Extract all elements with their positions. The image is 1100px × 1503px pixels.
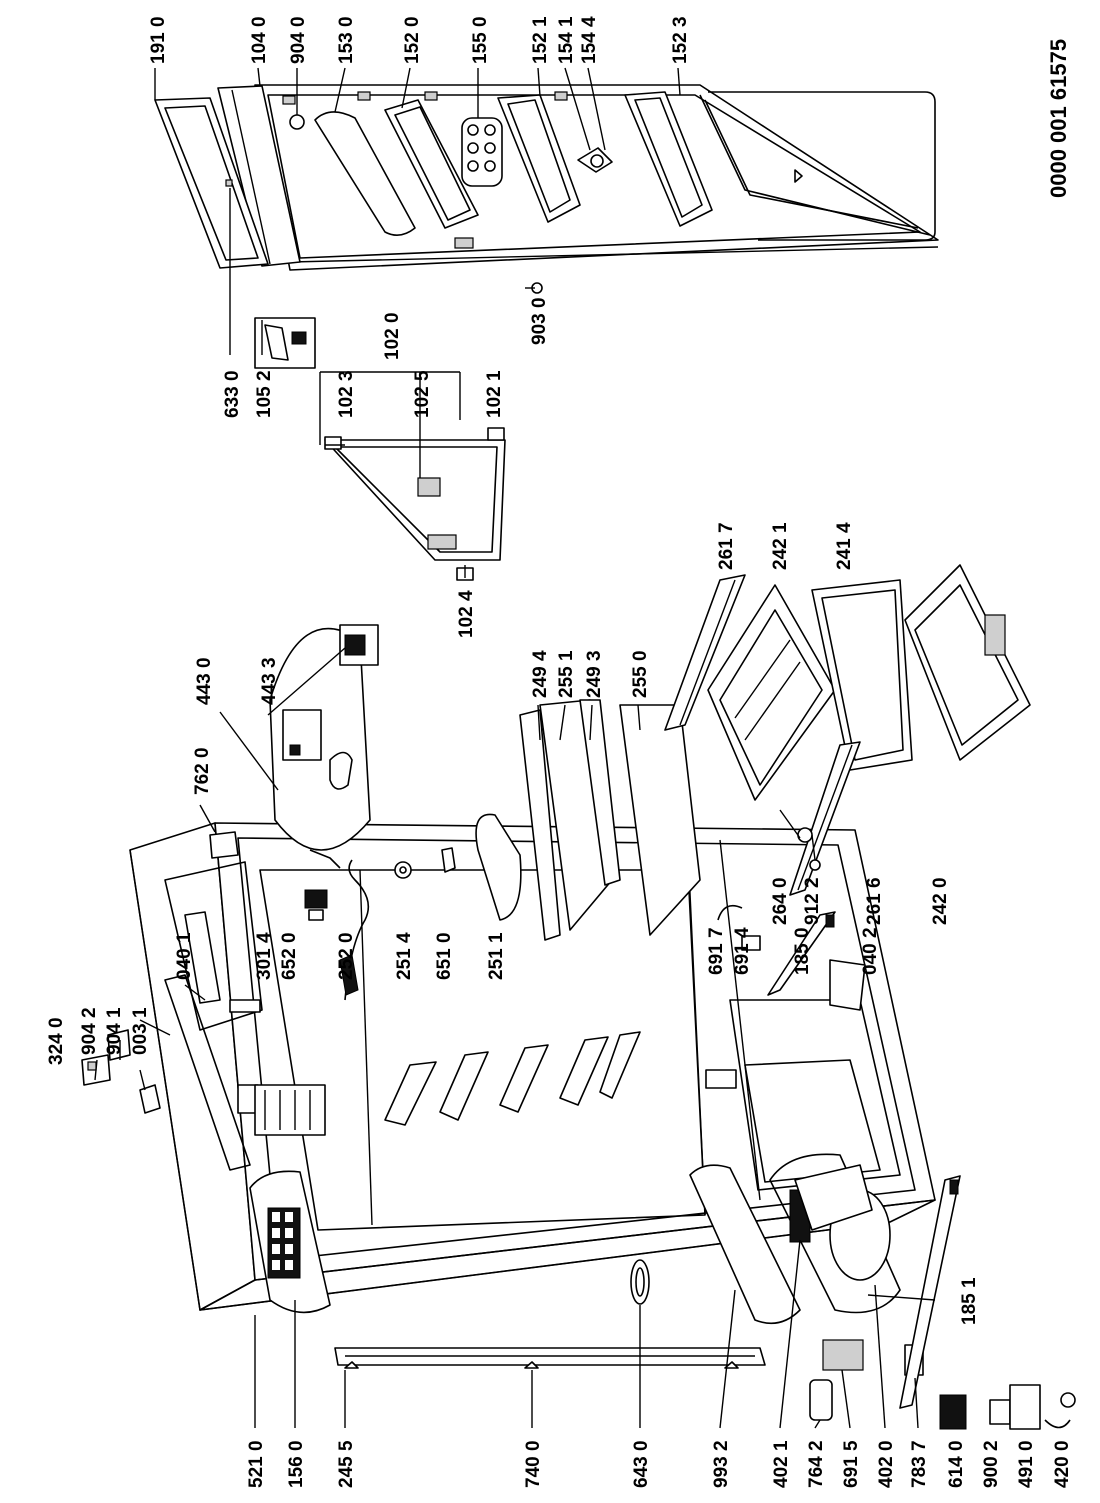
label-904-0: 904 0 xyxy=(288,16,309,64)
label-152-1: 152 1 xyxy=(530,16,551,64)
label-251-4: 251 4 xyxy=(394,932,415,980)
label-102-1: 102 1 xyxy=(484,370,505,418)
label-521-0: 521 0 xyxy=(246,1440,267,1488)
internal-components xyxy=(81,564,1031,1171)
label-245-5: 245 5 xyxy=(336,1440,357,1488)
label-904-1: 904 1 xyxy=(104,1007,125,1055)
label-261-7: 261 7 xyxy=(716,522,737,570)
label-264-0: 264 0 xyxy=(770,877,791,925)
label-762-0: 762 0 xyxy=(192,747,213,795)
label-185-1: 185 1 xyxy=(959,1277,980,1325)
label-912-2: 912 2 xyxy=(802,877,823,925)
part-labels: 191 0 104 0 904 0 153 0 152 0 155 0 152 … xyxy=(46,16,1073,1488)
label-993-2: 993 2 xyxy=(711,1440,732,1488)
label-491-0: 491 0 xyxy=(1016,1440,1037,1488)
door-assembly xyxy=(154,84,939,271)
label-102-5: 102 5 xyxy=(412,370,433,418)
label-155-0: 155 0 xyxy=(470,16,491,64)
label-255-0: 255 0 xyxy=(630,650,651,698)
label-154-4: 154 4 xyxy=(579,16,600,64)
glass-shelf-102 xyxy=(254,282,543,581)
label-252-0: 252 0 xyxy=(336,932,357,980)
label-104-0: 104 0 xyxy=(249,16,270,64)
label-420-0: 420 0 xyxy=(1052,1440,1073,1488)
label-443-3: 443 3 xyxy=(259,657,280,705)
label-443-0: 443 0 xyxy=(194,657,215,705)
label-154-1: 154 1 xyxy=(556,16,577,64)
label-691-5: 691 5 xyxy=(841,1440,862,1488)
label-691-4: 691 4 xyxy=(732,927,753,975)
label-764-2: 764 2 xyxy=(806,1440,827,1488)
label-633-0: 633 0 xyxy=(222,370,243,418)
label-740-0: 740 0 xyxy=(523,1440,544,1488)
label-040-2: 040 2 xyxy=(860,927,881,975)
label-152-3: 152 3 xyxy=(670,16,691,64)
label-651-0: 651 0 xyxy=(434,932,455,980)
label-191-0: 191 0 xyxy=(148,16,169,64)
label-261-6: 261 6 xyxy=(864,877,885,925)
label-301-4: 301 4 xyxy=(254,932,275,980)
label-903-0: 903 0 xyxy=(529,297,550,345)
label-156-0: 156 0 xyxy=(286,1440,307,1488)
label-251-1: 251 1 xyxy=(486,932,507,980)
label-643-0: 643 0 xyxy=(631,1440,652,1488)
label-249-3: 249 3 xyxy=(584,650,605,698)
label-003-1: 003 1 xyxy=(130,1007,151,1055)
label-102-0: 102 0 xyxy=(382,312,403,360)
label-152-0: 152 0 xyxy=(402,16,423,64)
document-number: 0000 001 61575 xyxy=(1046,39,1071,198)
label-249-4: 249 4 xyxy=(530,650,551,698)
label-153-0: 153 0 xyxy=(336,16,357,64)
label-783-7: 783 7 xyxy=(909,1440,930,1488)
label-652-0: 652 0 xyxy=(279,932,300,980)
label-904-2: 904 2 xyxy=(79,1007,100,1055)
label-402-0: 402 0 xyxy=(876,1440,897,1488)
label-185-0: 185 0 xyxy=(792,927,813,975)
label-324-0: 324 0 xyxy=(46,1017,67,1065)
label-102-3: 102 3 xyxy=(336,370,357,418)
label-691-7: 691 7 xyxy=(706,927,727,975)
label-242-1: 242 1 xyxy=(770,522,791,570)
label-242-0: 242 0 xyxy=(930,877,951,925)
leader-lines xyxy=(94,67,936,1429)
label-102-4: 102 4 xyxy=(456,590,477,638)
label-255-1: 255 1 xyxy=(556,650,577,698)
label-614-0: 614 0 xyxy=(946,1440,967,1488)
label-402-1: 402 1 xyxy=(771,1440,792,1488)
label-105-2: 105 2 xyxy=(254,370,275,418)
label-900-2: 900 2 xyxy=(981,1440,1002,1488)
label-241-4: 241 4 xyxy=(834,522,855,570)
label-040-1: 040 1 xyxy=(174,932,195,980)
